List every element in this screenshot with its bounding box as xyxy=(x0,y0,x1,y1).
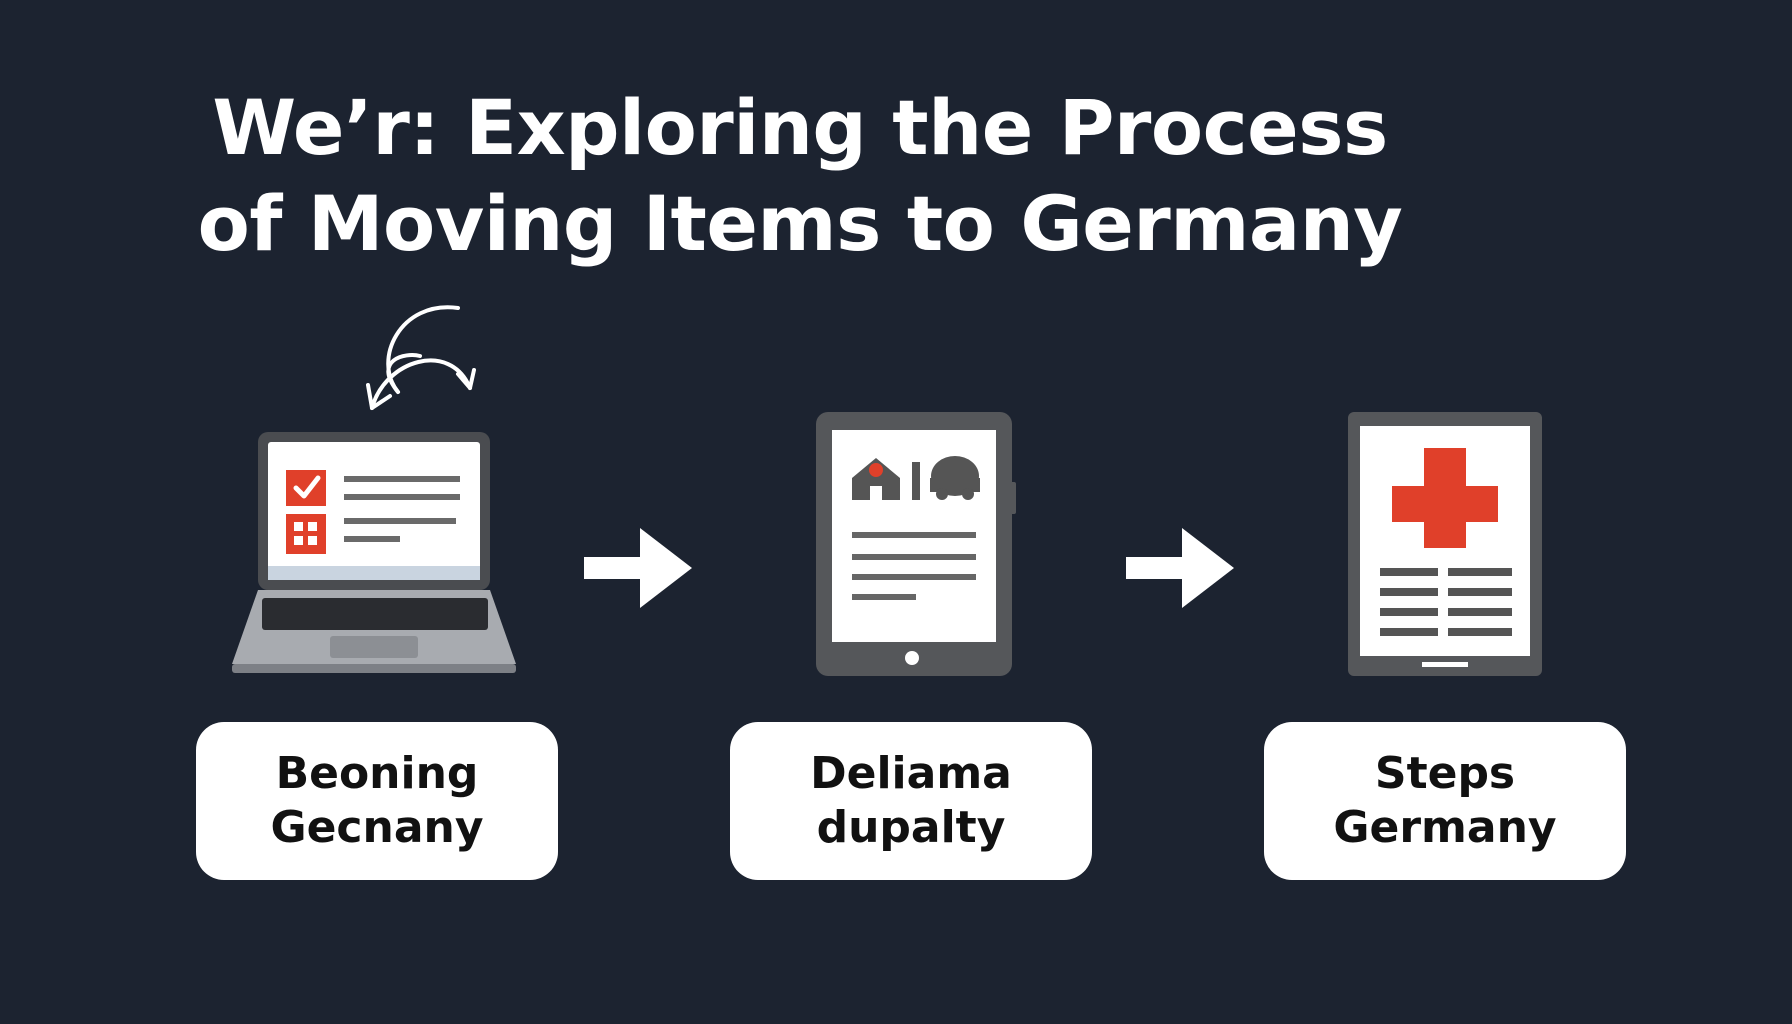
tablet-document-icon xyxy=(816,412,1016,676)
arrow-right-icon xyxy=(584,528,692,608)
step-label-2-line-2: dupalty xyxy=(816,802,1006,853)
tablet-medical-cross-icon xyxy=(1348,412,1542,676)
step-label-2: Deliama dupalty xyxy=(730,722,1092,880)
step-label-1-line-1: Beoning xyxy=(275,748,479,799)
house-icon xyxy=(852,458,900,500)
page-title: We’r: Exploring the Process of Moving It… xyxy=(150,80,1450,272)
step-label-3: Steps Germany xyxy=(1264,722,1626,880)
step-label-2-line-1: Deliama xyxy=(810,748,1012,799)
title-line-2: of Moving Items to Germany xyxy=(197,179,1403,268)
curved-arrows-icon xyxy=(366,305,476,410)
moving-truck-icon xyxy=(930,456,980,500)
title-line-1: We’r: Exploring the Process xyxy=(212,83,1388,172)
arrow-right-icon xyxy=(1126,528,1234,608)
step-label-3-line-1: Steps xyxy=(1374,748,1516,799)
step-label-1: Beoning Gecnany xyxy=(196,722,558,880)
step-label-1-line-2: Gecnany xyxy=(270,802,484,853)
step-label-3-line-2: Germany xyxy=(1333,802,1557,853)
laptop-checklist-icon xyxy=(232,432,516,673)
